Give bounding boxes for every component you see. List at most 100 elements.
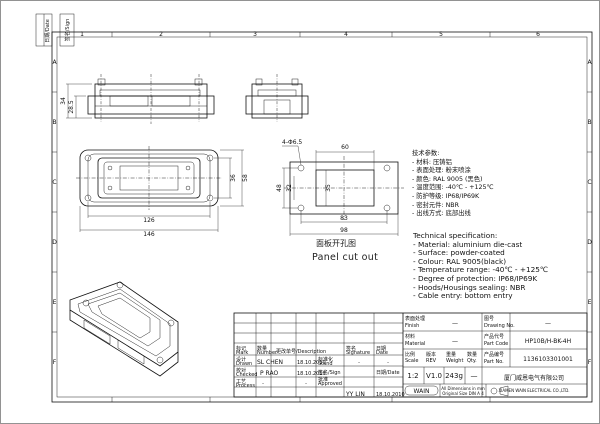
dim-cutout-height-32: 32 — [286, 184, 293, 192]
panel-cutout-drawing — [282, 145, 404, 236]
tb-drawn-en: Drawn — [236, 361, 252, 367]
tb-checked-date: 18.10.2010 — [297, 371, 326, 377]
tb-stand-cn: 标准化 — [318, 356, 333, 363]
dim-top-width: 146 — [143, 231, 155, 238]
drawing-frame — [51, 31, 593, 403]
dim-side-height-inner: 28.5 — [68, 100, 75, 114]
top-view-drawing — [76, 146, 244, 232]
tb-process-en: Process — [236, 383, 255, 389]
tb-stand-date: - — [387, 360, 389, 366]
tb-weight-value: 243g — [445, 372, 463, 380]
title-block-labels: 标记 Mark 数量 Number 更改单号/Description 签名 Si… — [236, 315, 573, 398]
spec-en-line: - Hoods/Housings sealing: NBR — [413, 282, 526, 292]
tb-finish-en: Finish — [405, 323, 419, 329]
tb-change-header: 更改单号/Description — [276, 348, 326, 355]
tb-company-en: XIAMEN WAIN ELECTRICAL CO.,LTD. — [498, 388, 569, 393]
tb-material-en: Material — [405, 341, 425, 347]
zone-number: 2 — [159, 31, 163, 38]
tb-drawing-no-cn: 图号 — [484, 316, 494, 322]
tb-stand-en: Stand — [318, 361, 333, 367]
zone-number: 6 — [536, 31, 540, 38]
zone-ticks — [52, 32, 592, 402]
side-strip-sign: 签名/Sign — [64, 19, 71, 42]
dim-cutout-height-35: 35 — [325, 184, 332, 192]
zone-labels: 1 2 3 4 5 6 A B C D E F A B C D E F — [52, 31, 592, 366]
tb-size-note: Original Size DIN A 4 — [442, 391, 484, 396]
tb-material-value: — — [452, 338, 458, 345]
tb-drawn-cn: 设计 — [236, 356, 246, 363]
dim-cutout-height-48: 48 — [276, 184, 283, 192]
zone-letter: B — [587, 119, 591, 126]
panel-cutout-caption-cn: 面板开孔图 — [316, 239, 356, 248]
zone-letter: C — [52, 179, 56, 186]
tb-checked-en: Checked — [236, 372, 257, 378]
spec-en-line: - Material: aluminium die-cast — [413, 239, 523, 249]
panel-cutout-caption-en: Panel cut out — [312, 252, 379, 263]
tb-part-code-en: Part Code — [484, 341, 508, 347]
tb-checked-cn: 校对 — [236, 367, 246, 374]
tb-drawn-date: 18.10.2010 — [297, 360, 326, 366]
zone-number: 4 — [344, 31, 348, 38]
zone-letter: B — [52, 119, 56, 126]
spec-en-line: - Colour: RAL 9005(black) — [413, 256, 507, 266]
dim-cutout-width-98: 98 — [340, 227, 348, 234]
zone-letter: A — [587, 59, 592, 66]
spec-en-line: - Surface: powder-coated — [413, 248, 505, 258]
dim-top-height: 58 — [242, 174, 249, 182]
tb-sign-slash: 签名/Sign — [318, 369, 341, 376]
title-block — [233, 312, 588, 398]
spec-cn-line: - 表面处理: 粉末喷涂 — [412, 167, 471, 175]
tb-stand-name: - — [358, 360, 360, 366]
tb-mark-cn: 标记 — [236, 345, 246, 352]
tb-part-code-cn: 产品代号 — [484, 333, 504, 340]
spec-cn-line: - 密封元件: NBR — [412, 201, 459, 209]
tb-checked-name: P RAO — [260, 370, 278, 377]
tb-date-en: Date — [376, 350, 388, 356]
spec-en-line: Technical specification: — [413, 231, 498, 240]
projection-symbol — [490, 385, 509, 397]
dim-cutout-width-83: 83 — [340, 215, 348, 222]
dim-top-height-inner: 36 — [230, 174, 237, 182]
tb-part-no-cn: 产品编号 — [484, 351, 504, 358]
tb-rev-cn: 版本 — [426, 351, 436, 358]
wain-logo: WAIN — [404, 385, 439, 396]
tb-scale-en: Scale — [405, 358, 418, 364]
tb-weight-en: Weight — [446, 358, 463, 364]
tb-process-date: - — [305, 381, 307, 387]
tb-date-cn: 日期 — [376, 346, 386, 352]
zone-letter: C — [587, 179, 591, 186]
tb-finish-cn: 表面处理 — [405, 315, 425, 322]
tb-weight-cn: 重量 — [446, 351, 456, 358]
zone-letter: D — [52, 239, 57, 246]
tb-drawn-name: SL CHEN — [257, 359, 283, 366]
tb-rev-value: V1.0 — [426, 372, 442, 380]
tb-units-note: All Dimensions in mm — [441, 386, 485, 391]
tb-approved-en: Approved — [318, 381, 342, 387]
spec-cn-line: 技术参数: — [412, 150, 440, 157]
tb-part-code-value: HP10B/H-BK-4H — [525, 338, 571, 345]
dim-side-height: 34 — [60, 97, 67, 105]
dim-cutout-holes: 4-Φ6.5 — [282, 139, 302, 146]
tb-company-cn: 厦门威恩电气有限公司 — [504, 374, 564, 382]
tb-material-cn: 材料 — [405, 333, 415, 340]
logo-text: WAIN — [414, 388, 430, 395]
zone-letter: E — [53, 299, 57, 306]
tb-approved-cn: 批准 — [318, 376, 328, 383]
spec-cn-line: - 颜色: RAL 9005 (黑色) — [412, 175, 483, 183]
spec-en-line: - Degree of protection: IP68/IP69K — [413, 273, 538, 283]
zone-number: 3 — [253, 31, 257, 38]
end-view-drawing — [245, 74, 309, 122]
spec-english: Technical specification: - Material: alu… — [413, 231, 548, 301]
tb-approved-date: 18.10.2010 — [376, 392, 405, 398]
side-strip-date: 日期/Date — [45, 19, 51, 43]
tb-process-name: - — [262, 381, 264, 387]
side-strip: 日期/Date 签名/Sign — [35, 13, 75, 47]
spec-cn-line: - 材料: 压铸铝 — [412, 158, 452, 166]
tb-qty-cn: 数量 — [467, 351, 477, 358]
tb-signature-en: Signature — [346, 350, 370, 356]
tb-approved-name: YY LIN — [345, 391, 365, 398]
dim-top-width-inner: 126 — [143, 217, 155, 224]
tb-part-no-en: Part No. — [484, 359, 504, 365]
zone-letter: A — [52, 59, 57, 66]
